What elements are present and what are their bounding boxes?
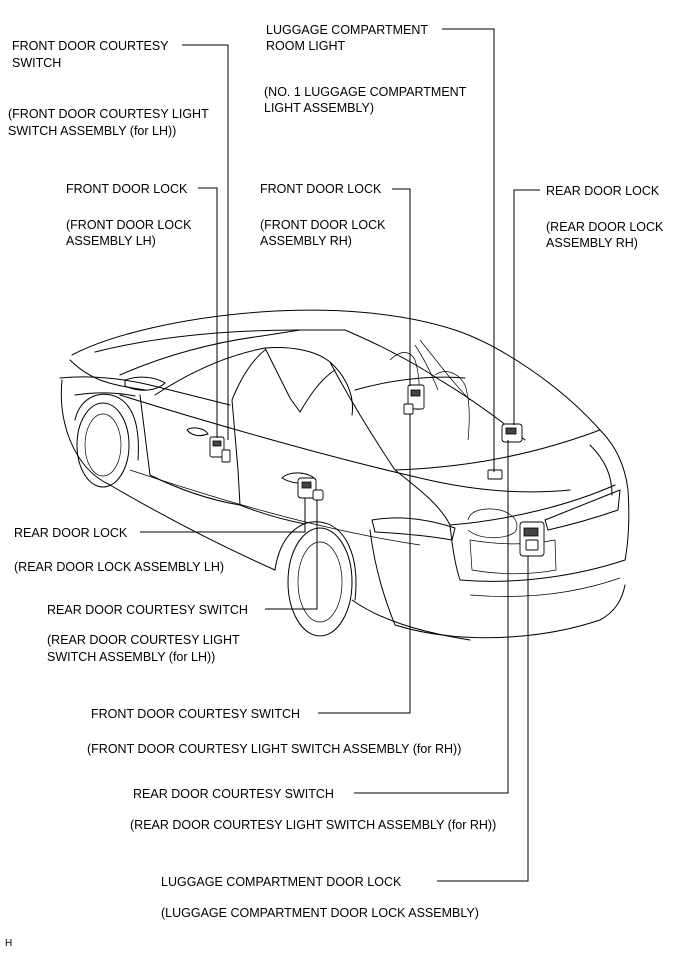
label-rear-door-courtesy-switch-rh: REAR DOOR COURTESY SWITCH (REAR DOOR COU…: [130, 787, 496, 832]
label-name: SWITCH: [12, 56, 61, 70]
label-name: FRONT DOOR COURTESY: [12, 39, 169, 53]
label-luggage-compartment-door-lock: LUGGAGE COMPARTMENT DOOR LOCK (LUGGAGE C…: [161, 875, 479, 920]
label-assembly: (REAR DOOR COURTESY LIGHT SWITCH ASSEMBL…: [130, 818, 496, 832]
label-assembly: (REAR DOOR LOCK ASSEMBLY LH): [14, 560, 224, 574]
front-door-lock-rh-part: [403, 384, 425, 415]
label-front-door-lock-rh: FRONT DOOR LOCK (FRONT DOOR LOCK ASSEMBL…: [260, 182, 386, 248]
label-name: ROOM LIGHT: [266, 39, 346, 53]
label-rear-door-courtesy-switch-lh: REAR DOOR COURTESY SWITCH (REAR DOOR COU…: [47, 603, 248, 664]
label-luggage-compartment-room-light: LUGGAGE COMPARTMENT ROOM LIGHT (NO. 1 LU…: [264, 23, 467, 115]
label-name: REAR DOOR COURTESY SWITCH: [47, 603, 248, 617]
label-assembly: (LUGGAGE COMPARTMENT DOOR LOCK ASSEMBLY): [161, 906, 479, 920]
label-assembly: ASSEMBLY LH): [66, 234, 156, 248]
label-assembly: ASSEMBLY RH): [260, 234, 352, 248]
rear-door-courtesy-switch-lh-part: [312, 489, 324, 501]
label-front-door-courtesy-switch-lh: FRONT DOOR COURTESY SWITCH (FRONT DOOR C…: [8, 39, 209, 138]
label-name: REAR DOOR LOCK: [546, 184, 660, 198]
front-door-lock-lh-part: [209, 436, 231, 463]
label-assembly: LIGHT ASSEMBLY): [264, 101, 374, 115]
label-assembly: (NO. 1 LUGGAGE COMPARTMENT: [264, 85, 467, 99]
label-name: LUGGAGE COMPARTMENT DOOR LOCK: [161, 875, 402, 889]
label-name: FRONT DOOR LOCK: [260, 182, 382, 196]
rear-door-lock-lh-part: [297, 477, 317, 499]
label-rear-door-lock-lh: REAR DOOR LOCK (REAR DOOR LOCK ASSEMBLY …: [14, 526, 224, 574]
car-illustration: [59, 309, 630, 641]
label-assembly: (REAR DOOR LOCK: [546, 220, 664, 234]
corner-mark: H: [5, 938, 12, 949]
leader-lines: [140, 28, 540, 882]
label-name: REAR DOOR COURTESY SWITCH: [133, 787, 334, 801]
label-assembly: (FRONT DOOR LOCK: [260, 218, 386, 232]
luggage-door-lock-part: [519, 521, 545, 557]
rear-door-lock-rh-part: [501, 423, 523, 443]
label-rear-door-lock-rh: REAR DOOR LOCK (REAR DOOR LOCK ASSEMBLY …: [546, 184, 664, 250]
label-assembly: SWITCH ASSEMBLY (for LH)): [8, 124, 176, 138]
label-assembly: ASSEMBLY RH): [546, 236, 638, 250]
label-name: REAR DOOR LOCK: [14, 526, 128, 540]
label-front-door-courtesy-switch-rh: FRONT DOOR COURTESY SWITCH (FRONT DOOR C…: [87, 707, 461, 756]
label-name: LUGGAGE COMPARTMENT: [266, 23, 428, 37]
label-assembly: SWITCH ASSEMBLY (for LH)): [47, 650, 215, 664]
label-assembly: (REAR DOOR COURTESY LIGHT: [47, 633, 240, 647]
label-assembly: (FRONT DOOR LOCK: [66, 218, 192, 232]
label-front-door-lock-lh: FRONT DOOR LOCK (FRONT DOOR LOCK ASSEMBL…: [66, 182, 192, 248]
label-name: FRONT DOOR LOCK: [66, 182, 188, 196]
label-assembly: (FRONT DOOR COURTESY LIGHT: [8, 107, 209, 121]
label-name: FRONT DOOR COURTESY SWITCH: [91, 707, 300, 721]
luggage-room-light-part: [487, 469, 503, 480]
label-assembly: (FRONT DOOR COURTESY LIGHT SWITCH ASSEMB…: [87, 742, 461, 756]
